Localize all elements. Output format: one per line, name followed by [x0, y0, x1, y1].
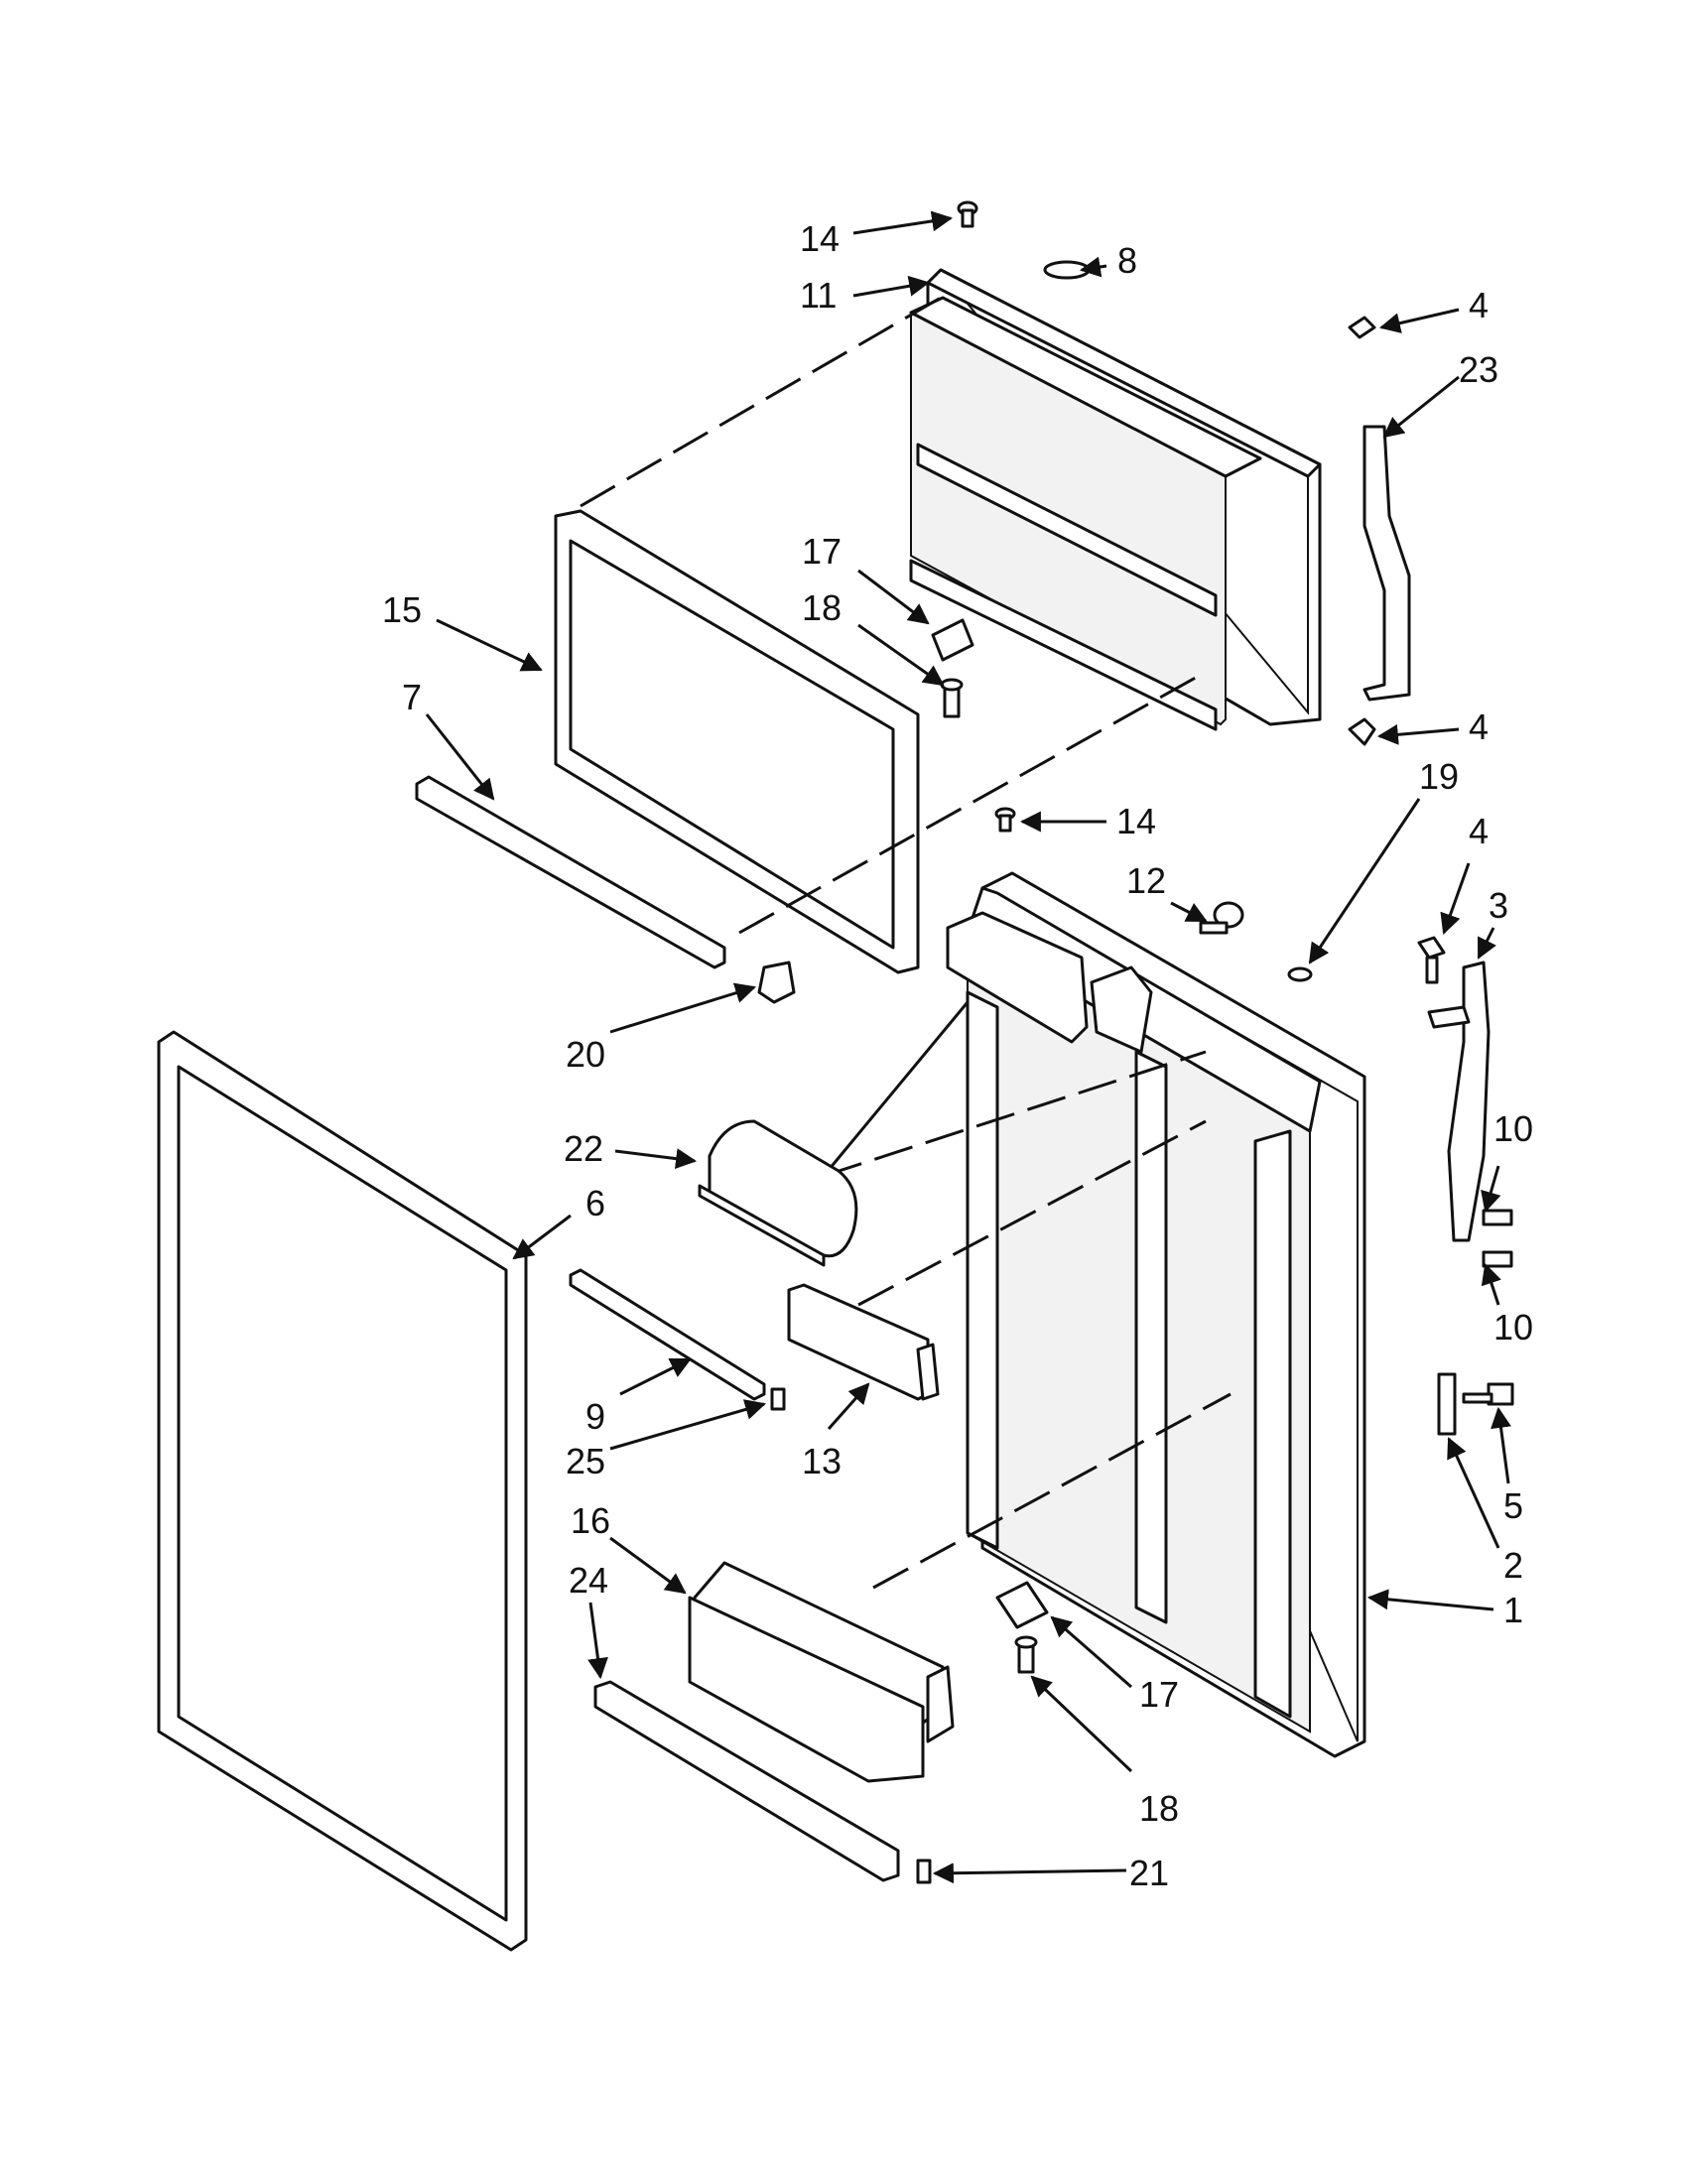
- freezer-hinge: [1348, 316, 1411, 746]
- screw-18-upper: [940, 678, 964, 718]
- callout-14-top: 14: [800, 218, 840, 259]
- callout-21: 21: [1129, 1853, 1169, 1893]
- callout-20: 20: [566, 1034, 605, 1075]
- callout-19: 19: [1419, 756, 1459, 797]
- assembly-line-freezer-top: [580, 296, 942, 508]
- door-stop-17-upper: [931, 618, 974, 662]
- cam-12: [1199, 901, 1244, 935]
- callout-13: 13: [802, 1441, 842, 1481]
- callout-5: 5: [1503, 1485, 1523, 1526]
- callout-2: 2: [1503, 1545, 1523, 1586]
- trim-bar-9: [569, 1268, 766, 1401]
- screws-10: [1482, 1209, 1513, 1268]
- callout-14-mid: 14: [1116, 801, 1156, 841]
- shelf-bar-clip-20: [757, 961, 796, 1004]
- door-stop-17-lower: [995, 1581, 1049, 1629]
- callout-15: 15: [382, 589, 422, 630]
- callout-11: 11: [800, 275, 837, 316]
- assembly-line-fresh-low: [872, 1392, 1232, 1590]
- assembly-line-fresh-mid: [857, 1119, 1207, 1307]
- leader-22-door: [822, 1001, 970, 1177]
- hinge-bolt-4-mid: [1417, 936, 1446, 984]
- dairy-door-22: [698, 1119, 858, 1267]
- callout-10-bottom: 10: [1493, 1307, 1533, 1348]
- callout-7: 7: [402, 677, 422, 717]
- callout-9: 9: [585, 1396, 605, 1437]
- bolt-5: [1462, 1382, 1514, 1406]
- callout-24: 24: [569, 1560, 608, 1601]
- callout-4-mid: 4: [1469, 811, 1489, 851]
- fresh-food-door-gasket: [157, 1030, 528, 1952]
- freezer-shelf-bar: [415, 775, 726, 969]
- center-hinge-3: [1427, 961, 1491, 1242]
- freezer-door-gasket: [554, 509, 920, 974]
- screw-18-lower: [1014, 1635, 1038, 1674]
- callout-8: 8: [1117, 240, 1137, 281]
- callout-22: 22: [564, 1128, 603, 1169]
- callout-18-upper: 18: [802, 587, 842, 628]
- callout-labels: 14 8 11 4 23 15 17 18 7 4 19 14 12 4 3 2…: [382, 218, 1533, 1893]
- clip-21: [916, 1859, 932, 1884]
- callout-4-freezer-bottom: 4: [1469, 707, 1489, 747]
- assembly-line-fresh-top: [823, 1050, 1207, 1178]
- callout-17-upper: 17: [802, 531, 842, 572]
- door-bin-16: [688, 1561, 955, 1783]
- callout-1: 1: [1503, 1590, 1523, 1630]
- freezer-door: [909, 268, 1322, 731]
- callout-23: 23: [1459, 349, 1498, 390]
- assembly-line-freezer-bottom: [738, 673, 1202, 935]
- clip-25: [770, 1387, 786, 1411]
- callout-12: 12: [1126, 860, 1166, 901]
- hinge-pin-cap-14-mid: [994, 807, 1016, 833]
- callout-25: 25: [566, 1441, 605, 1481]
- hinge-pin-cap-top: [957, 200, 978, 228]
- leader-lines: [425, 210, 1511, 1884]
- callout-3: 3: [1489, 885, 1508, 926]
- spacer-2: [1437, 1372, 1457, 1436]
- callout-17-lower: 17: [1139, 1674, 1179, 1715]
- shelf-riser-13: [787, 1283, 940, 1401]
- plug-19: [1287, 966, 1313, 982]
- callout-6: 6: [585, 1183, 605, 1223]
- callout-4-top: 4: [1469, 285, 1489, 325]
- trim-bar-24: [593, 1680, 900, 1882]
- callout-18-lower: 18: [1139, 1788, 1179, 1829]
- fresh-food-door: [946, 871, 1366, 1758]
- callout-16: 16: [571, 1500, 610, 1541]
- callout-10-top: 10: [1493, 1108, 1533, 1149]
